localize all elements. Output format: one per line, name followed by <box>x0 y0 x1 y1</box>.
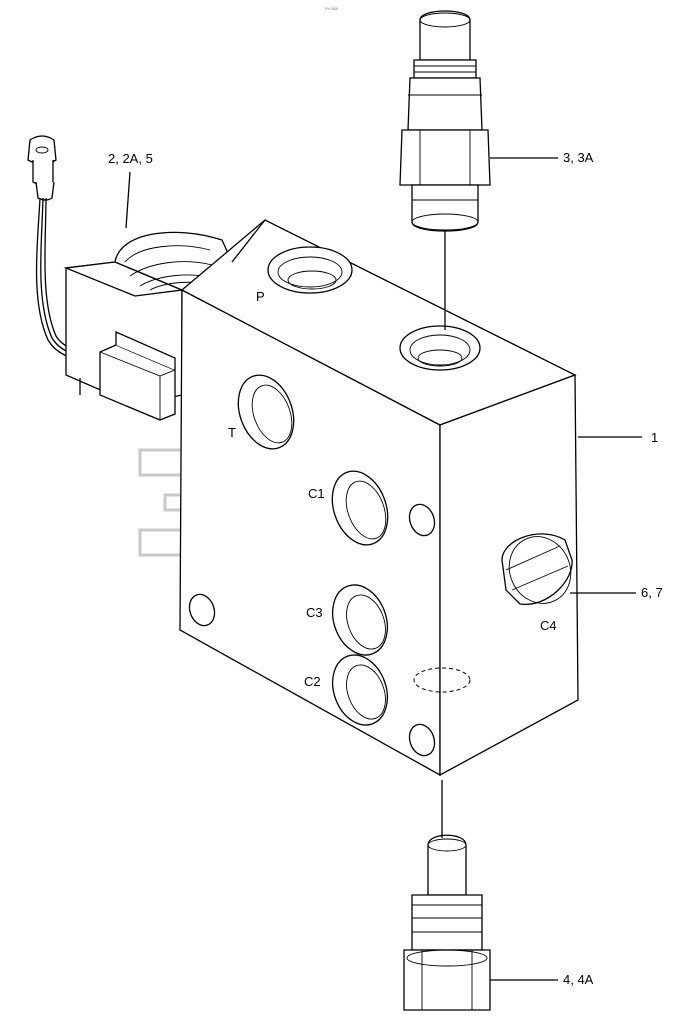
header-mark: Ph 388 <box>325 6 338 11</box>
callout-3-3a: 3, 3A <box>563 150 594 165</box>
plug-c4 <box>501 533 573 605</box>
callout-4-4a: 4, 4A <box>563 972 594 987</box>
callout-6-7: 6, 7 <box>641 585 663 600</box>
port-label-c4: C4 <box>540 618 557 633</box>
port-top-center <box>399 325 481 371</box>
callout-1: 1 <box>651 430 658 445</box>
port-c1 <box>331 470 389 546</box>
callout-2-2a-5: 2, 2A, 5 <box>108 151 153 166</box>
leader-lines <box>125 157 642 981</box>
port-label-c2: C2 <box>304 674 321 689</box>
port-c2 <box>331 654 389 726</box>
bottom-fitting <box>403 834 491 1011</box>
port-label-p: P <box>256 289 265 304</box>
port-c3 <box>331 584 389 656</box>
port-label-t: T <box>228 425 236 440</box>
port-label-c1: C1 <box>308 486 325 501</box>
port-label-c3: C3 <box>306 605 323 620</box>
top-fitting <box>399 10 491 232</box>
port-t <box>237 374 295 450</box>
center-lines <box>441 230 446 838</box>
valve-block <box>179 219 579 777</box>
port-p-top <box>267 246 353 294</box>
